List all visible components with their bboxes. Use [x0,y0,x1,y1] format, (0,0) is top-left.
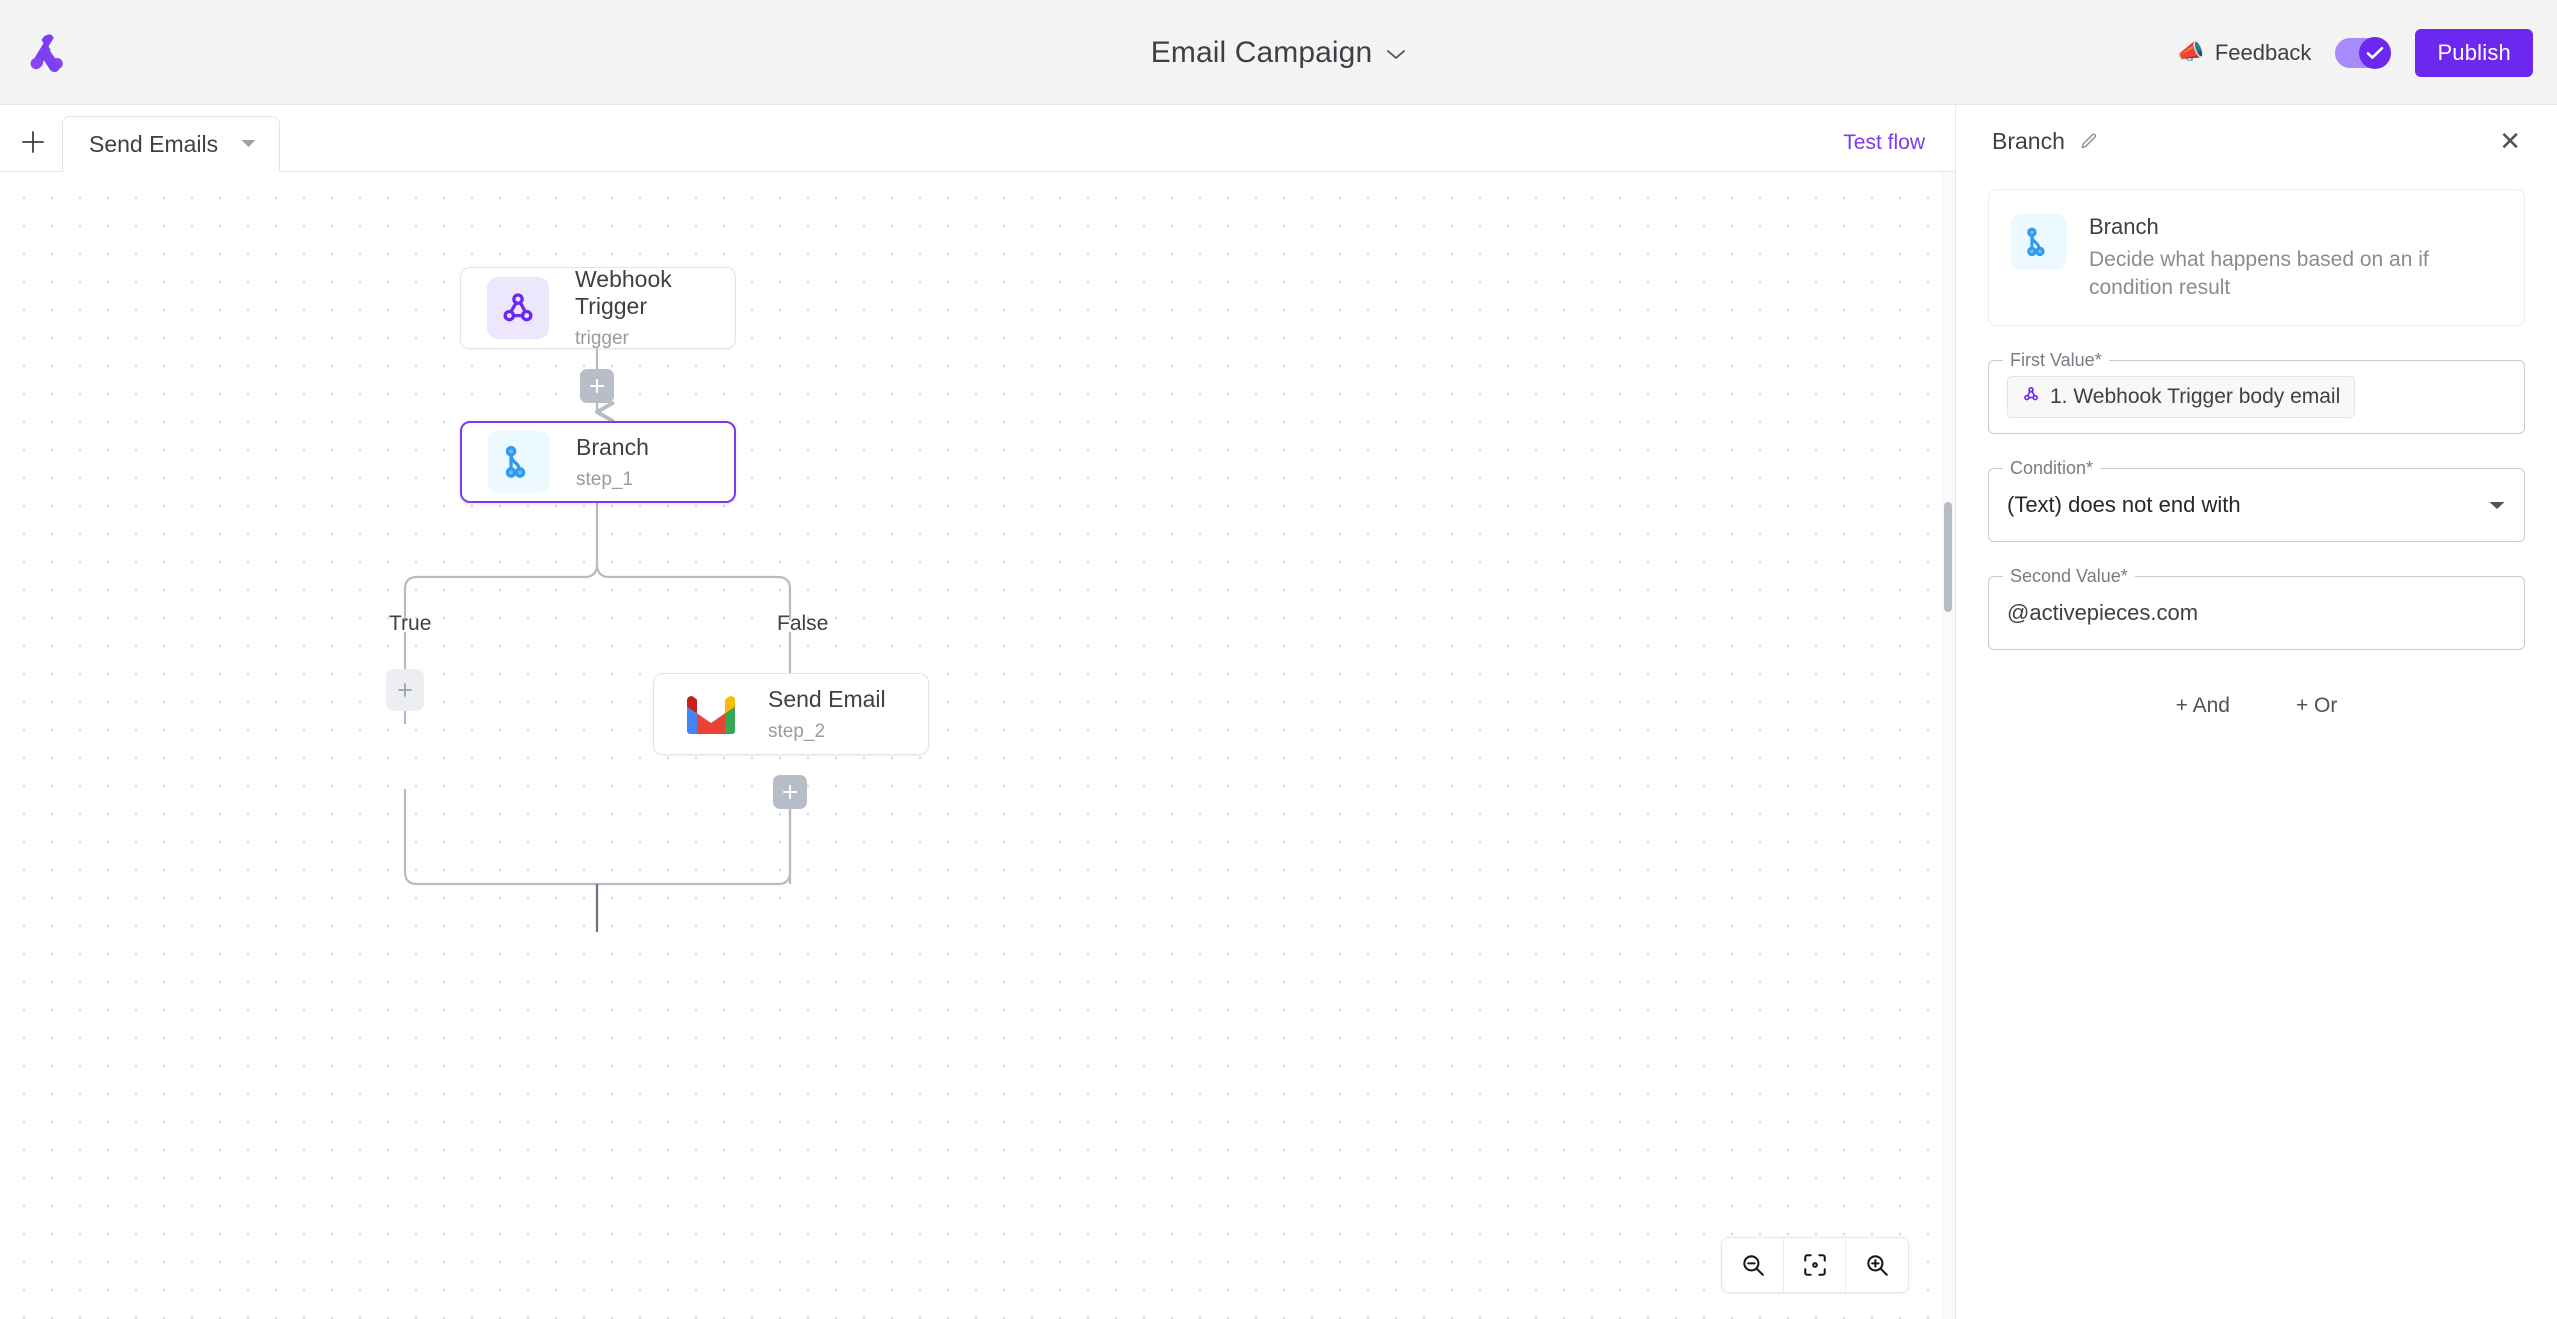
zoom-controls [1721,1237,1909,1293]
add-or-button[interactable]: + Or [2286,688,2347,724]
edge-label-false: False [777,612,829,635]
test-flow-button[interactable]: Test flow [1843,130,1925,154]
publish-button[interactable]: Publish [2415,28,2533,77]
add-and-button[interactable]: + And [2166,688,2240,724]
field-condition: Condition* (Text) does not end with [1988,458,2525,543]
caret-down-icon[interactable] [240,136,257,154]
edge-label-true: True [389,612,432,635]
panel-title: Branch [1992,127,2065,154]
node-text: Send Email step_2 [768,686,886,743]
flow-tab-send-emails[interactable]: Send Emails [62,116,280,172]
flow-node-step_2[interactable]: Send Email step_2 [653,673,929,755]
flow-toolbar: Send Emails Test flow [0,105,1955,172]
app-header: Email Campaign 📣 Feedback Publish [0,0,2557,105]
field-second-value: Second Value* @activepieces.com [1988,566,2525,651]
fit-to-view-icon[interactable] [1784,1238,1846,1292]
chevron-down-icon[interactable] [1386,44,1406,61]
zoom-out-icon[interactable] [1722,1238,1784,1292]
node-title: Branch [576,433,649,460]
flow-tab-label: Send Emails [89,131,219,157]
webhook-icon [487,277,549,339]
piece-info-card: Branch Decide what happens based on an i… [1988,189,2525,327]
piece-name: Branch [2089,214,2159,239]
condition-label: Condition* [2003,458,2101,480]
megaphone-icon: 📣 [2177,38,2205,64]
toggle-knob [2359,36,2392,69]
flow-node-trigger[interactable]: Webhook Trigger trigger [460,266,736,350]
piece-description: Decide what happens based on an if condi… [2089,248,2429,299]
pencil-icon[interactable] [2079,132,2098,151]
condition-value: (Text) does not end with [2007,492,2241,518]
branch-icon [488,431,550,493]
add-step-button-1[interactable] [580,369,614,403]
logic-buttons: + And + Or [1956,688,2557,724]
flow-node-step_1[interactable]: Branch step_1 [460,421,736,503]
branch-icon [2011,214,2067,270]
page-title[interactable]: Email Campaign [1150,35,1373,69]
canvas-scrollbar-thumb[interactable] [1944,502,1952,612]
node-text: Branch step_1 [576,434,649,491]
add-flow-button[interactable] [4,113,62,171]
gmail-icon [680,683,742,745]
step-settings-panel: Branch ✕ Bran [1955,105,2557,1319]
node-subtitle: step_2 [768,720,826,742]
canvas-scrollbar[interactable] [1941,172,1955,1319]
condition-select[interactable]: Condition* (Text) does not end with [1988,458,2525,543]
plus-icon [783,785,797,799]
second-value-label: Second Value* [2003,566,2135,588]
feedback-label: Feedback [2214,39,2312,65]
node-title: Webhook Trigger [575,266,672,319]
activepieces-logo[interactable] [20,26,74,80]
node-title: Send Email [768,685,886,712]
add-step-button-true-branch[interactable] [386,669,424,711]
body: Send Emails Test flow [0,105,2557,1319]
panel-header: Branch ✕ [1956,105,2557,177]
caret-down-icon[interactable] [2488,500,2506,511]
header-actions: 📣 Feedback Publish [2177,0,2533,105]
plus-icon [398,683,412,697]
webhook-icon [2022,385,2040,409]
flow-enabled-toggle[interactable] [2335,36,2392,69]
first-value-input[interactable]: First Value* 1. Webhook Trigger body ema… [1988,350,2525,435]
second-value-input[interactable]: Second Value* @activepieces.com [1988,566,2525,651]
flow-title-block: Email Campaign [0,0,2557,105]
field-first-value: First Value* 1. Webhook Trigger body ema… [1988,350,2525,435]
node-subtitle: trigger [575,328,629,349]
check-icon [2367,46,2384,59]
flow-canvas[interactable]: Webhook Trigger trigger [0,172,1955,1319]
plus-icon [590,379,604,393]
canvas-column: Send Emails Test flow [0,105,1955,1319]
plus-icon [22,131,44,153]
second-value-text: @activepieces.com [2007,600,2199,626]
first-value-label: First Value* [2003,350,2109,372]
close-icon[interactable]: ✕ [2499,126,2521,156]
node-subtitle: step_1 [576,468,634,490]
node-text: Webhook Trigger trigger [575,266,709,350]
zoom-in-icon[interactable] [1846,1238,1908,1292]
add-step-button-2[interactable] [773,775,807,809]
first-value-chip[interactable]: 1. Webhook Trigger body email [2007,376,2356,419]
piece-texts: Branch Decide what happens based on an i… [2089,214,2489,301]
first-value-chip-text: 1. Webhook Trigger body email [2050,385,2341,409]
feedback-button[interactable]: 📣 Feedback [2177,40,2311,66]
flow-connectors [403,349,808,932]
